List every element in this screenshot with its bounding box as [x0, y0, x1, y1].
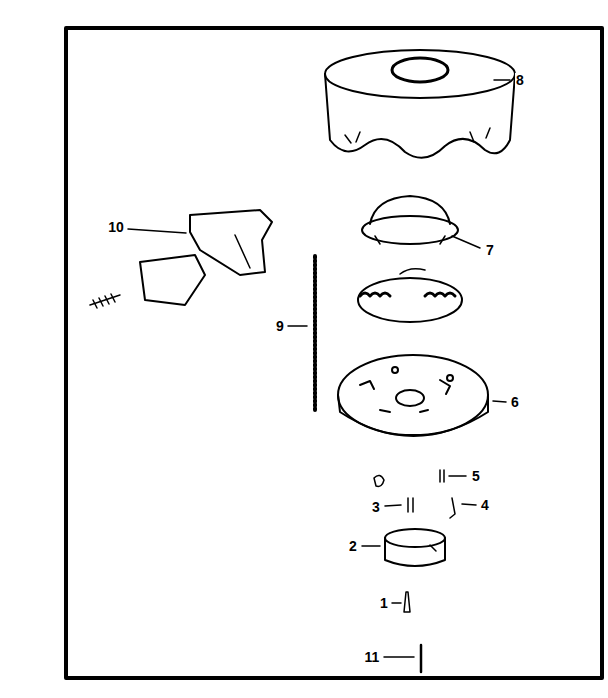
callout-number: 2	[348, 539, 358, 554]
callout-number: 5	[471, 469, 481, 484]
screw	[404, 592, 410, 612]
callout-number: 7	[485, 243, 495, 258]
callout-number: 6	[510, 395, 520, 410]
callout-number: 4	[480, 498, 490, 513]
starter-rope	[313, 256, 317, 410]
shaft	[420, 645, 423, 672]
callout-number: 1	[379, 596, 389, 611]
callout-number: 9	[275, 319, 285, 334]
spring-cover	[362, 196, 458, 244]
washer	[440, 470, 444, 482]
retainer	[385, 529, 445, 566]
callout-number: 11	[364, 650, 381, 665]
handle	[90, 210, 272, 308]
spring-clip	[408, 498, 413, 512]
callout-number: 3	[371, 500, 381, 515]
pawl	[374, 475, 384, 486]
rope-pulley	[338, 355, 488, 436]
frame	[66, 28, 602, 678]
callout-number: 10	[107, 220, 125, 235]
recoil-spring	[358, 269, 462, 322]
starter-housing	[325, 50, 515, 158]
pin	[450, 498, 455, 518]
callout-number: 8	[515, 73, 525, 88]
leader-lines	[128, 80, 510, 657]
